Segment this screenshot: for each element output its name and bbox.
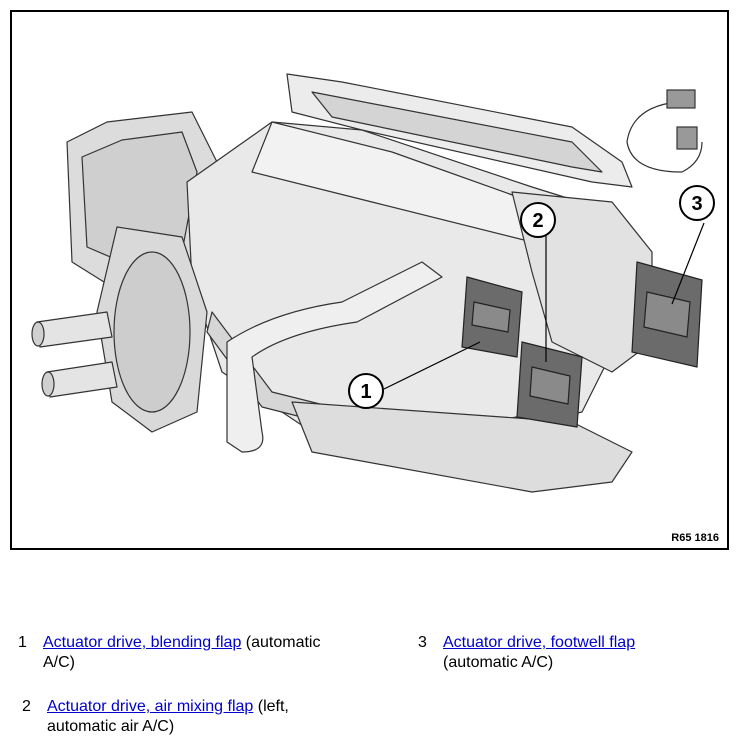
link-air-mixing-flap[interactable]: Actuator drive, air mixing flap (47, 698, 254, 715)
link-footwell-flap[interactable]: Actuator drive, footwell flap (443, 634, 636, 651)
legend-number: 1 (18, 634, 27, 651)
leader-line-1 (383, 341, 481, 390)
callout-3-circle (679, 185, 715, 221)
coolant-pipe-lower (46, 361, 118, 398)
legend-text: (left, (253, 698, 289, 715)
hvac-unit-illustration: 1 2 3 (31, 73, 715, 493)
legend-text: (automatic (241, 634, 321, 651)
callout-2-circle (520, 202, 556, 238)
leader-line-3 (671, 222, 705, 305)
legend-number: 3 (418, 634, 427, 651)
callout-3-label: 3 (691, 193, 702, 215)
figure-code: R65 1816 (671, 532, 719, 544)
link-blending-flap[interactable]: Actuator drive, blending flap (43, 634, 242, 651)
legend-number: 2 (22, 698, 31, 715)
legend-text-line2: automatic air A/C) (47, 718, 175, 735)
callout-1-label: 1 (360, 381, 371, 403)
callout-1-circle (348, 373, 384, 409)
legend-text-line2: A/C) (43, 654, 75, 671)
legend-text-line2: (automatic A/C) (443, 654, 554, 671)
wire-harness (626, 101, 703, 173)
callout-2-label: 2 (532, 210, 543, 232)
coolant-pipe-upper (36, 311, 113, 348)
diagram-figure: 1 2 3 R65 1816 (10, 10, 729, 550)
curved-tube (226, 261, 443, 453)
